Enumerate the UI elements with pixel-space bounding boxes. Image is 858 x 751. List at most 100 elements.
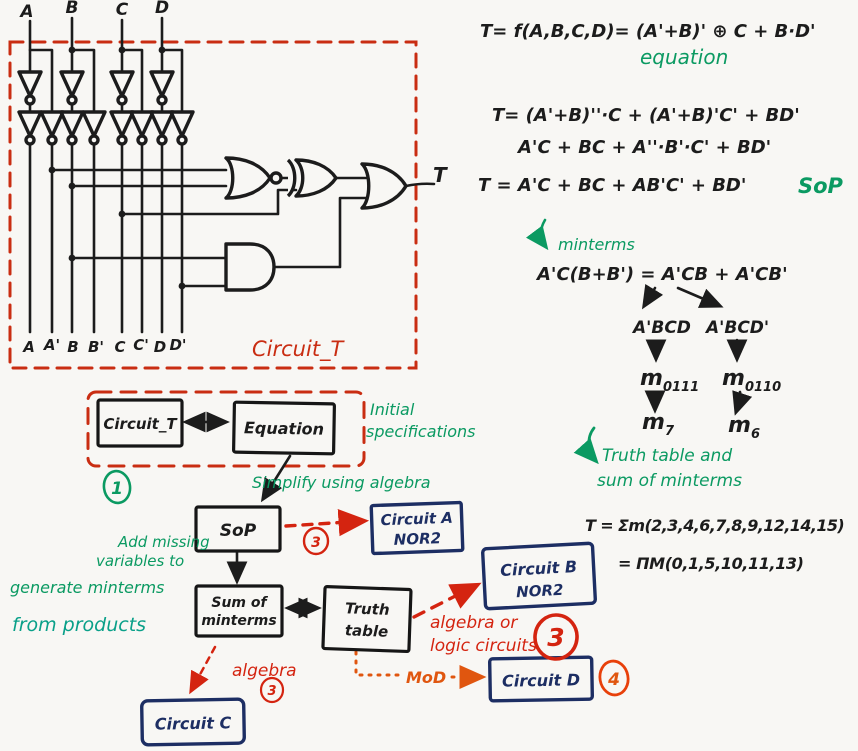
minterm-index-left: m7 [642,410,675,439]
algebra-or-label-2: logic circuits [430,636,537,656]
minterm-term-left: A'BCD [631,318,691,338]
initial-spec-label-2: specifications [366,422,476,441]
flow-box-sop: SoP [194,505,282,553]
algebra-label: algebra [232,661,297,681]
svg-text:D': D' [169,336,186,354]
flow-box-circuit-a: Circuit A NOR2 [369,500,465,556]
algebra-or-label-1: algebra or [430,613,518,633]
flow-box-truth-table: Truth table [321,585,413,654]
equation-line-4: T = A'C + BC + AB'C' + BD' [478,175,746,196]
split-arrow-left [641,283,664,310]
input-label-c: C [116,0,129,20]
svg-text:NOR2: NOR2 [393,529,441,549]
add-missing-label-4: from products [12,614,146,636]
svg-text:Circuit C: Circuit C [155,713,232,733]
equation-line-3: A'C + BC + A''·B'·C' + BD' [516,137,771,158]
inverter-row-1 [17,70,175,106]
svg-text:1: 1 [111,479,123,499]
svg-text:SoP: SoP [220,521,257,541]
svg-text:4: 4 [607,670,620,690]
equations-panel: T= f(A,B,C,D)= (A'+B)' ⊕ C + B·D' equati… [478,21,845,573]
input-label-a: A [18,2,33,22]
step-circle-3-algebra: 3 [259,676,285,704]
svg-text:NOR2: NOR2 [516,581,564,601]
svg-text:table: table [345,621,389,641]
input-label-d: D [155,0,169,18]
truth-note-line-1: Truth table and [602,446,732,466]
svg-text:3: 3 [547,623,564,652]
equation-line-5: A'C(B+B') = A'CB + A'CB' [535,264,788,285]
inverter-row-2 [17,110,195,146]
or-gate [360,162,408,210]
svg-text:B: B [67,338,78,356]
xor-gate [286,158,338,198]
flow-box-circuit-c: Circuit C [140,697,246,747]
minterm-binary-left: m0111 [640,366,699,395]
circuit-dashed-border [8,40,418,370]
svg-text:A': A' [43,336,60,354]
dotted-path-truth-mod [354,650,402,677]
initial-spec-label-1: Initial [370,400,415,419]
split-arrow-right [676,286,724,308]
step-circle-1: 1 [102,469,132,505]
circuit-output-label: T [433,163,448,187]
dashed-arrow-sum-circuitC [189,645,217,695]
svg-text:Sum of: Sum of [211,595,268,611]
flow-box-sum-of-minterms: Sum of minterms [194,584,284,638]
svg-text:3: 3 [311,535,321,551]
product-of-maxterms-line: = ΠM(0,1,5,10,11,13) [618,554,804,573]
truth-note-line-2: sum of minterms [597,471,742,491]
truth-note-arrow [573,426,599,465]
svg-text:Circuit D: Circuit D [502,670,580,690]
dashed-arrow-truth-circuitB [412,582,482,619]
nor-gate [224,156,283,200]
equation-line-1: T= f(A,B,C,D)= (A'+B)' ⊕ C + B·D' [480,21,816,42]
svg-text:Equation: Equation [244,418,324,438]
svg-text:Circuit_T: Circuit_T [103,415,178,433]
minterm-term-right: A'BCD' [704,318,769,338]
design-flowchart: Circuit_T Equation SoP Sum of minterms T… [10,390,630,747]
svg-text:C': C' [133,336,149,354]
svg-text:Circuit B: Circuit B [500,557,578,580]
minterm-binary-right: m0110 [722,366,781,395]
flow-box-circuit-t: Circuit_T [96,398,184,448]
circuit-t-diagram: A B C D [8,0,448,370]
minterms-arrow [525,218,549,251]
step-circle-4: 4 [598,659,630,697]
add-missing-label-1: Add missing [117,533,210,551]
svg-text:Circuit A: Circuit A [380,509,453,530]
step-circle-3-sop: 3 [302,526,330,556]
svg-text:A: A [22,338,35,356]
equation-label: equation [640,45,728,69]
svg-text:minterms: minterms [201,613,276,629]
simplify-label: Simplify using algebra [252,473,431,492]
mod-label: MoD [406,668,446,687]
svg-text:C: C [114,338,125,356]
svg-text:B': B' [88,338,104,356]
flow-box-equation: Equation [232,400,336,456]
sop-label: SoP [798,174,844,198]
dashed-arrow-sop-circuitA [284,509,370,537]
input-rails [28,16,184,334]
arrow-equation-sop [260,454,292,503]
add-missing-label-2: variables to [96,552,184,570]
svg-text:D: D [154,338,166,356]
initial-spec-dashed-border [86,390,366,468]
arrow-m-right-down [732,390,753,416]
minterm-index-right: m6 [728,413,760,442]
add-missing-label-3: generate minterms [10,578,164,597]
input-label-b: B [66,0,79,18]
step-circle-3-big: 3 [533,613,579,661]
flow-box-circuit-b: Circuit B NOR2 [481,541,597,611]
circuit-t-caption: Circuit_T [252,337,346,362]
flow-box-circuit-d: Circuit D [487,655,595,703]
svg-text:Truth: Truth [345,599,390,619]
sum-of-minterms-line: T = Σm(2,3,4,6,7,8,9,12,14,15) [585,516,844,535]
svg-text:3: 3 [267,684,276,699]
minterms-label: minterms [558,235,635,254]
and-gate [224,242,276,292]
gate-input-wires [48,166,436,290]
rail-labels: A A' B B' C C' D D' [22,336,186,356]
